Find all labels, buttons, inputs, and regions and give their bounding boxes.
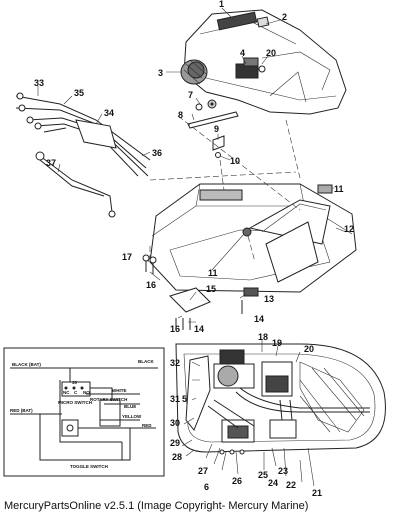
rotary-knob bbox=[180, 59, 208, 85]
wire-black-label: BLACK bbox=[138, 359, 154, 364]
callout-23: 23 bbox=[278, 466, 288, 476]
callout-19: 19 bbox=[272, 338, 282, 348]
callout-27: 27 bbox=[198, 466, 208, 476]
wire-black-bat-label: BLACK (BAT) bbox=[12, 362, 41, 367]
callout-15: 15 bbox=[206, 284, 216, 294]
housing-cover bbox=[183, 9, 347, 115]
copyright-footer: MercuryPartsOnline v2.5.1 (Image Copyrig… bbox=[4, 500, 309, 512]
rotary-switch-label: ROTARY SWITCH bbox=[90, 397, 127, 402]
callout-13: 13 bbox=[264, 294, 274, 304]
terminal-nc-label: NC bbox=[63, 390, 70, 395]
callout-11-center: 11 bbox=[208, 268, 218, 278]
wire-blue-label: BLUE bbox=[124, 404, 136, 409]
callout-12: 12 bbox=[344, 224, 354, 234]
callout-33: 33 bbox=[34, 78, 44, 88]
callout-36: 36 bbox=[152, 148, 162, 158]
callout-37: 37 bbox=[46, 158, 56, 168]
callout-31: 31 bbox=[170, 394, 180, 404]
callout-24: 24 bbox=[268, 478, 278, 488]
wire-white-label: WHITE bbox=[112, 388, 127, 393]
terminal-c-label: C bbox=[74, 390, 78, 395]
callout-3: 3 bbox=[158, 68, 163, 78]
terminal-30-label: 30 bbox=[72, 380, 78, 385]
callout-20-top: 20 bbox=[266, 48, 276, 58]
callout-2: 2 bbox=[282, 12, 287, 22]
callout-5: 5 bbox=[182, 394, 187, 404]
callout-18: 18 bbox=[258, 332, 268, 342]
clamp-13 bbox=[243, 287, 259, 297]
wire-harness bbox=[15, 92, 151, 218]
callout-29: 29 bbox=[170, 438, 180, 448]
callout-14-bottom: 14 bbox=[194, 324, 204, 334]
micro-switch-box bbox=[235, 57, 266, 79]
callout-14-right: 14 bbox=[254, 314, 264, 324]
terminal-no-label: NO bbox=[83, 390, 90, 395]
screws-16-17 bbox=[142, 254, 243, 330]
callout-4: 4 bbox=[240, 48, 245, 58]
callout-16-bottom: 16 bbox=[170, 324, 180, 334]
callout-26: 26 bbox=[232, 476, 242, 486]
callout-20-bottom: 20 bbox=[304, 344, 314, 354]
callout-6: 6 bbox=[204, 482, 209, 492]
callout-32: 32 bbox=[170, 358, 180, 368]
callout-22: 22 bbox=[286, 480, 296, 490]
callout-1: 1 bbox=[219, 0, 224, 9]
callout-7: 7 bbox=[188, 90, 193, 100]
callout-16-left: 16 bbox=[146, 280, 156, 290]
screw-nut-9-10 bbox=[212, 135, 225, 158]
callout-30: 30 bbox=[170, 418, 180, 428]
callout-25: 25 bbox=[258, 470, 268, 480]
assembly-lines bbox=[149, 115, 301, 263]
pivot-bolt-11 bbox=[242, 184, 333, 237]
wire-red-bat-label: RED (BAT) bbox=[10, 408, 33, 413]
callout-9: 9 bbox=[214, 124, 219, 134]
leader-lines bbox=[37, 7, 347, 487]
base-plate bbox=[149, 183, 357, 293]
assembled-bottom-view bbox=[175, 343, 386, 455]
pin-8 bbox=[187, 111, 239, 129]
callout-17: 17 bbox=[122, 252, 132, 262]
micro-switch-label: MICRO SWITCH bbox=[58, 400, 92, 405]
callout-21: 21 bbox=[312, 488, 322, 498]
wire-red-label: RED bbox=[142, 423, 152, 428]
callout-10: 10 bbox=[230, 156, 240, 166]
toggle-switch-label: TOGGLE SWITCH bbox=[70, 464, 108, 469]
callout-35: 35 bbox=[74, 88, 84, 98]
callout-11-right: 11 bbox=[334, 184, 344, 194]
screw-washers-7 bbox=[195, 99, 217, 111]
callout-28: 28 bbox=[172, 452, 182, 462]
wire-yellow-label: YELLOW bbox=[122, 414, 142, 419]
callout-8: 8 bbox=[178, 110, 183, 120]
callout-34: 34 bbox=[104, 108, 114, 118]
wiring-schematic bbox=[3, 347, 165, 477]
